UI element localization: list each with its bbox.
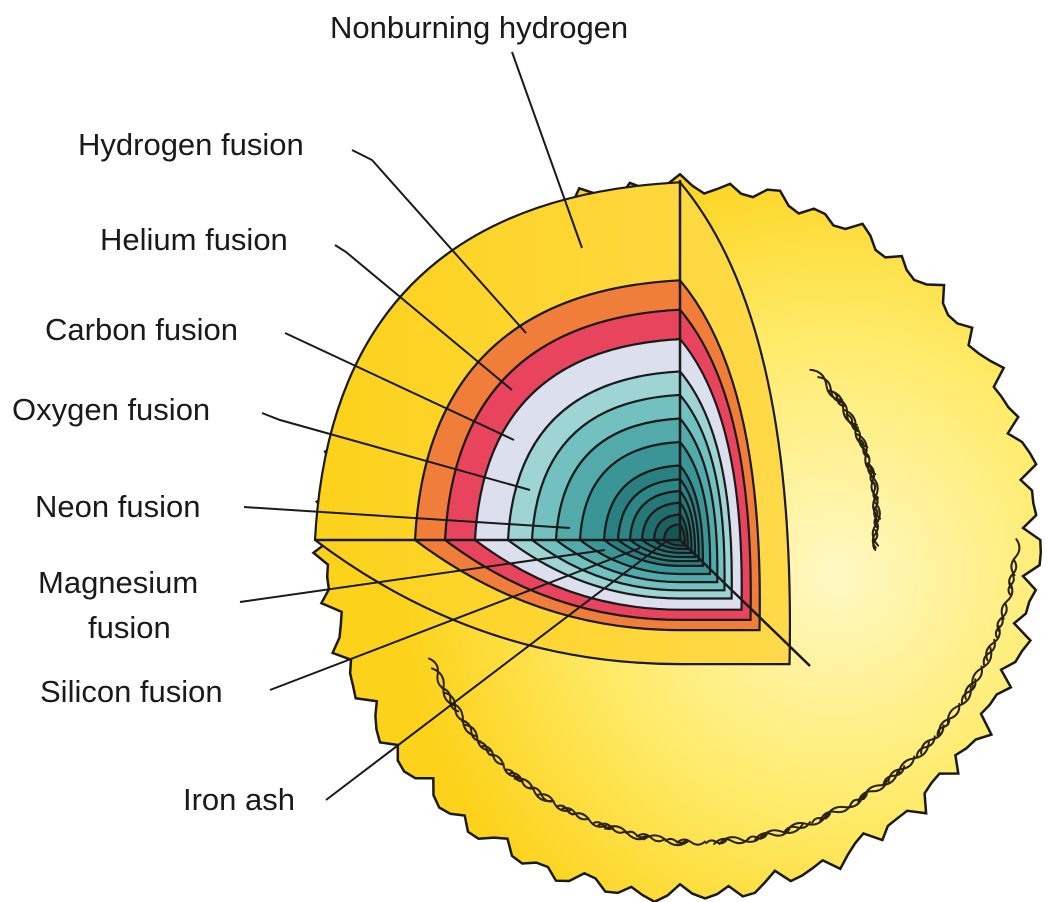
label-helium-fusion: Helium fusion	[100, 222, 288, 257]
label-hydrogen-fusion: Hydrogen fusion	[78, 127, 304, 162]
label-silicon-fusion: Silicon fusion	[40, 674, 223, 709]
label-iron-ash: Iron ash	[183, 782, 295, 817]
label-nonburning-hydrogen: Nonburning hydrogen	[330, 10, 628, 45]
label-oxygen-fusion: Oxygen fusion	[12, 392, 210, 427]
label-neon-fusion: Neon fusion	[35, 489, 200, 524]
label-carbon-fusion: Carbon fusion	[45, 312, 238, 347]
label-magnesium-fusion: fusion	[88, 610, 171, 645]
label-magnesium: Magnesium	[38, 565, 198, 600]
